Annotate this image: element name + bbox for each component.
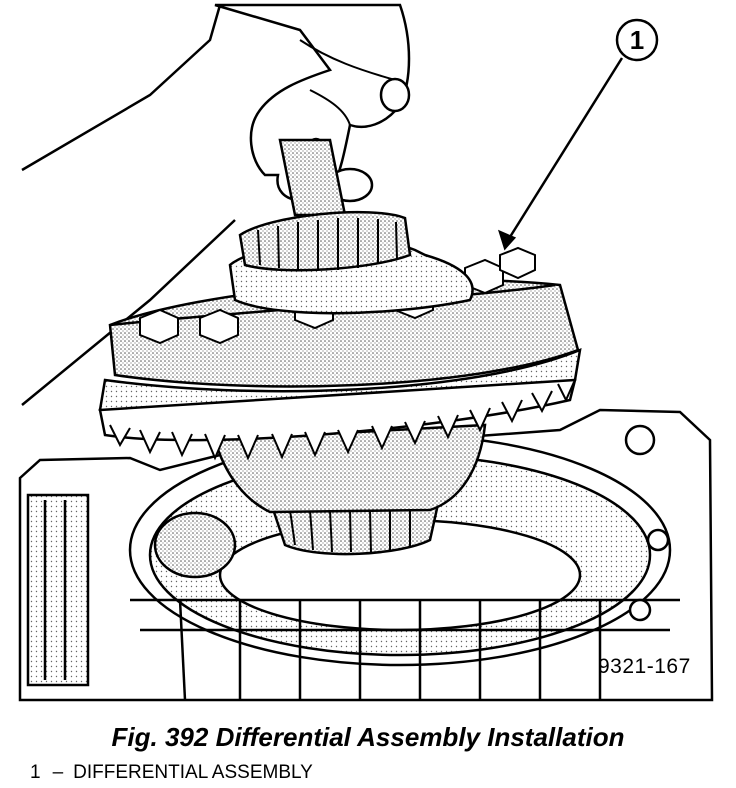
legend-number: 1 xyxy=(30,762,41,783)
callout-1 xyxy=(497,18,659,251)
differential-illustration: 1 xyxy=(18,3,714,702)
figure-caption: Fig. 392 Differential Assembly Installat… xyxy=(111,722,625,752)
differential-assembly xyxy=(98,210,582,556)
callout-number: 1 xyxy=(630,25,644,55)
legend-label: DIFFERENTIAL ASSEMBLY xyxy=(73,762,313,783)
legend-item: 1–DIFFERENTIAL ASSEMBLY xyxy=(30,762,313,784)
legend-separator: – xyxy=(52,762,64,783)
figure-code: 9321-167 xyxy=(598,655,691,678)
